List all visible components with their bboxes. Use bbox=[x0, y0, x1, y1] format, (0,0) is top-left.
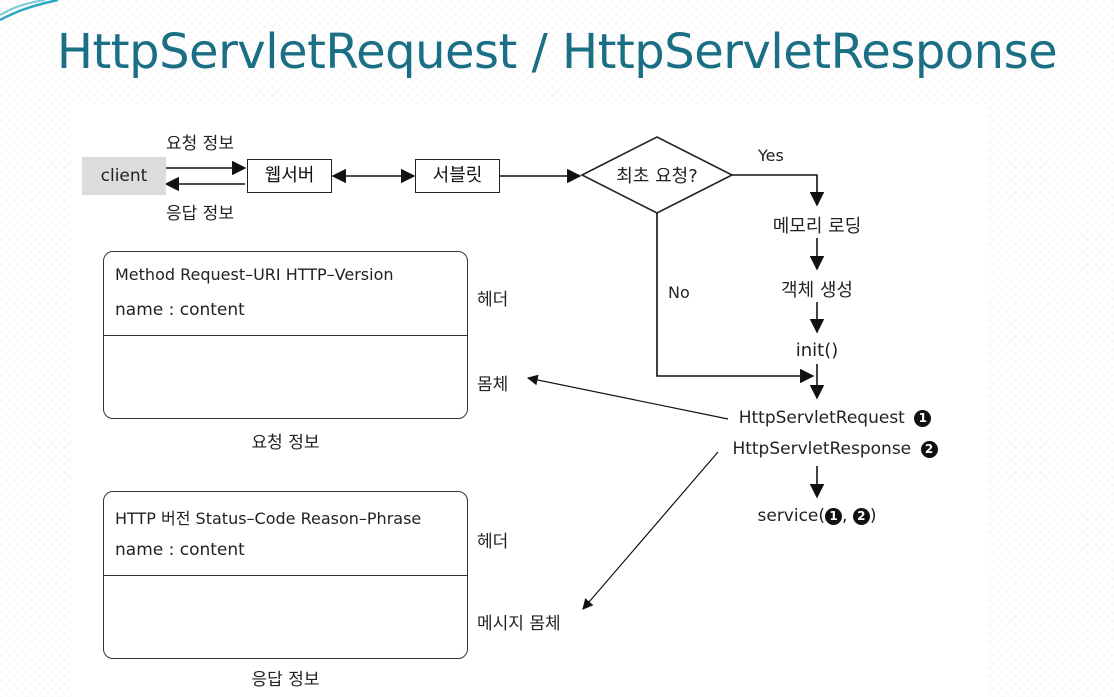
memory-loading-step: 메모리 로딩 bbox=[772, 216, 862, 237]
corner-swoosh-decoration bbox=[0, 0, 59, 22]
client-label: client bbox=[100, 166, 148, 186]
response-info-label: 응답 정보 bbox=[166, 204, 234, 224]
object-creation-step: 객체 생성 bbox=[781, 280, 853, 301]
response-to-message-body-arrow bbox=[582, 451, 719, 610]
response-status-line: HTTP 버전 Status–Code Reason–Phrase bbox=[115, 509, 422, 528]
init-step: init() bbox=[795, 340, 839, 361]
request-header-label: 헤더 bbox=[477, 290, 509, 310]
response-header-line: name : content bbox=[115, 540, 245, 560]
http-servlet-response-object: HttpServletResponse 2 bbox=[710, 439, 960, 459]
request-object-label: HttpServletRequest bbox=[738, 408, 905, 428]
request-start-line: Method Request–URI HTTP–Version bbox=[115, 265, 394, 284]
request-message-box: Method Request–URI HTTP–Version name : c… bbox=[103, 251, 468, 419]
yes-label: Yes bbox=[758, 146, 784, 165]
yes-arrow bbox=[732, 174, 825, 207]
no-label: No bbox=[668, 283, 690, 302]
response-object-label: HttpServletResponse bbox=[732, 439, 912, 459]
no-arrow bbox=[656, 213, 815, 384]
response-divider bbox=[104, 575, 467, 576]
request-header-line: name : content bbox=[115, 300, 245, 320]
webserver-node: 웹서버 bbox=[247, 159, 332, 193]
request-box-caption: 요청 정보 bbox=[251, 433, 320, 453]
client-node bbox=[82, 157, 166, 195]
service-prefix: service( bbox=[757, 506, 826, 526]
request-info-label: 요청 정보 bbox=[166, 134, 234, 154]
servlet-node: 서블릿 bbox=[415, 159, 500, 193]
response-message-box: HTTP 버전 Status–Code Reason–Phrase name :… bbox=[103, 491, 468, 659]
request-divider bbox=[104, 335, 467, 336]
service-suffix: ) bbox=[869, 506, 877, 526]
service-badge-two: 2 bbox=[852, 508, 870, 525]
service-separator: , bbox=[842, 506, 853, 526]
response-header-label: 헤더 bbox=[477, 532, 509, 552]
badge-one: 1 bbox=[914, 410, 932, 427]
response-body-label: 메시지 몸체 bbox=[477, 614, 561, 634]
decision-label: 최초 요청? bbox=[616, 166, 698, 187]
response-box-caption: 응답 정보 bbox=[251, 670, 320, 690]
slide-title: HttpServletRequest / HttpServletResponse bbox=[56, 24, 1058, 80]
badge-two: 2 bbox=[920, 441, 938, 458]
http-servlet-request-object: HttpServletRequest 1 bbox=[720, 408, 950, 428]
service-call: service(1, 2) bbox=[720, 506, 914, 526]
request-to-body-arrow bbox=[526, 374, 729, 420]
request-body-label: 몸체 bbox=[477, 375, 509, 395]
service-badge-one: 1 bbox=[825, 508, 843, 525]
